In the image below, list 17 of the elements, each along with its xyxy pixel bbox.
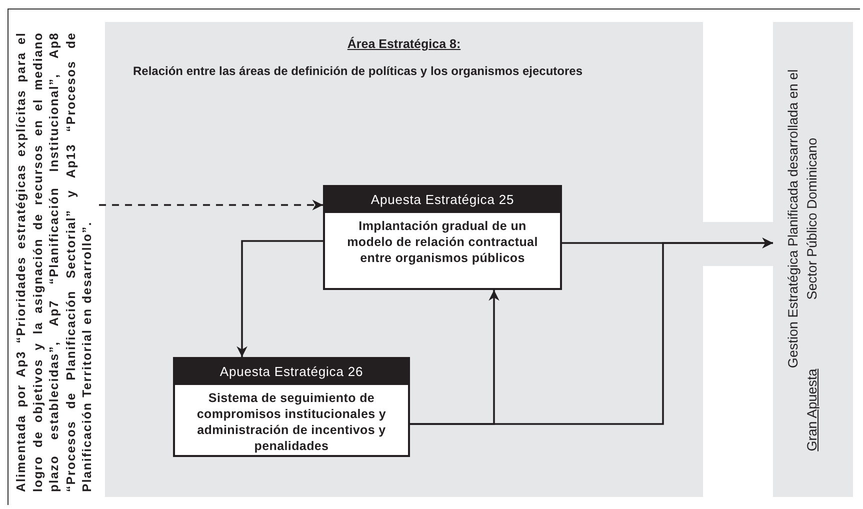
box-header: Apuesta Estratégica 25	[325, 187, 560, 213]
arrow	[99, 200, 323, 210]
arrow	[236, 240, 323, 357]
panel-subtitle: Relación entre las áreas de definición de políticas y los organismos ejecutores	[133, 64, 582, 78]
note-text: Alimentada por Ap3 “Prioridades estratégicas explícitas para el logro de objetivos y la asignación de recursos en el mediano plazo establecidas”, Ap7 “Planificación Institucional”, Ap8 “Procesos de Planificación Sectorial” y Ap13 “Procesos de Planificación Territorial en desarrollo”.	[11, 32, 99, 492]
process-box	[323, 185, 562, 290]
outcome-panel	[773, 22, 853, 497]
area-panel	[105, 22, 703, 497]
flow-arrow	[703, 222, 773, 266]
outcome-text: Gestion Estratégica Planificada desarrollada en el Sector Público Dominicano	[784, 68, 820, 368]
box-text: Implantación gradual de un modelo de relación contractual entre organismos públicos	[346, 218, 539, 266]
box-text: Sistema de seguimiento de compromisos institucionales y administración de incentivos y penalidades	[196, 390, 388, 454]
arrow	[410, 238, 773, 425]
box-header: Apuesta Estratégica 26	[175, 359, 408, 385]
process-box	[173, 357, 410, 457]
outcome-heading: Gran Apuesta	[803, 368, 820, 451]
panel-title: Área Estratégica 8:	[346, 37, 462, 51]
